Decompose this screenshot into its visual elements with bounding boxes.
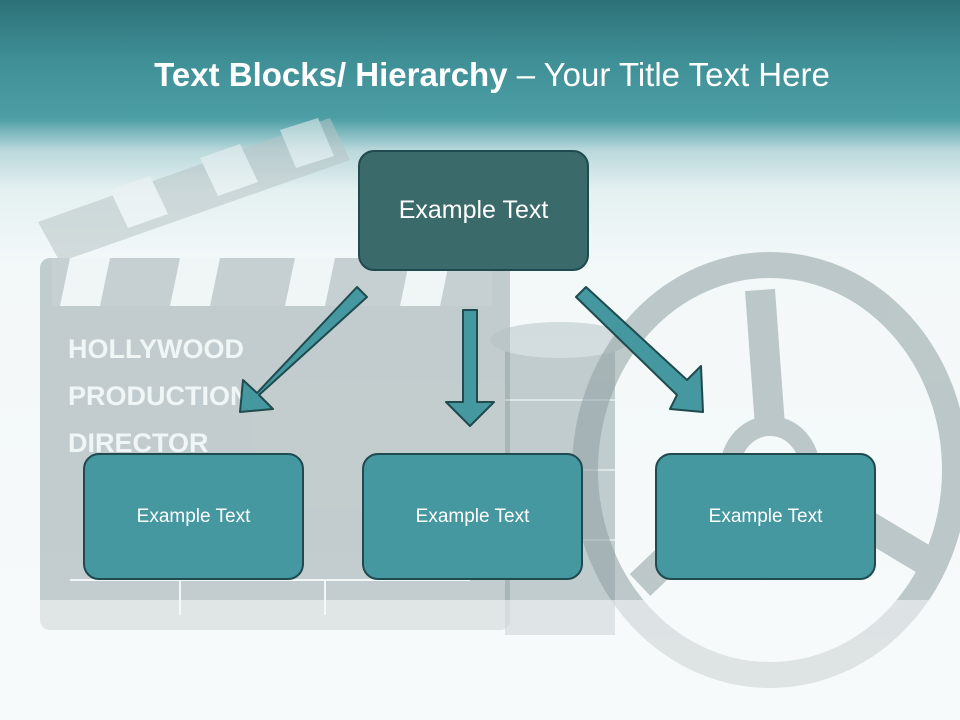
slide-title: Text Blocks/ Hierarchy – Your Title Text… [0,52,960,98]
child-box-label: Example Text [136,505,251,527]
hierarchy-child-box-2: Example Text [362,453,583,580]
child-box-label: Example Text [415,505,530,527]
hierarchy-top-box: Example Text [358,150,589,271]
title-bold: Text Blocks/ Hierarchy [154,56,508,93]
arrow-center [445,309,495,427]
clapper-line-1: HOLLYWOOD [68,334,244,364]
top-box-label: Example Text [398,196,549,224]
arrow-left [239,286,368,413]
clapper-line-2: PRODUCTION [68,381,250,411]
arrow-right [575,286,704,413]
hierarchy-child-box-1: Example Text [83,453,304,580]
child-box-label: Example Text [708,505,823,527]
title-dash: – [507,56,544,93]
hierarchy-child-box-3: Example Text [655,453,876,580]
title-rest: Your Title Text Here [543,56,830,93]
